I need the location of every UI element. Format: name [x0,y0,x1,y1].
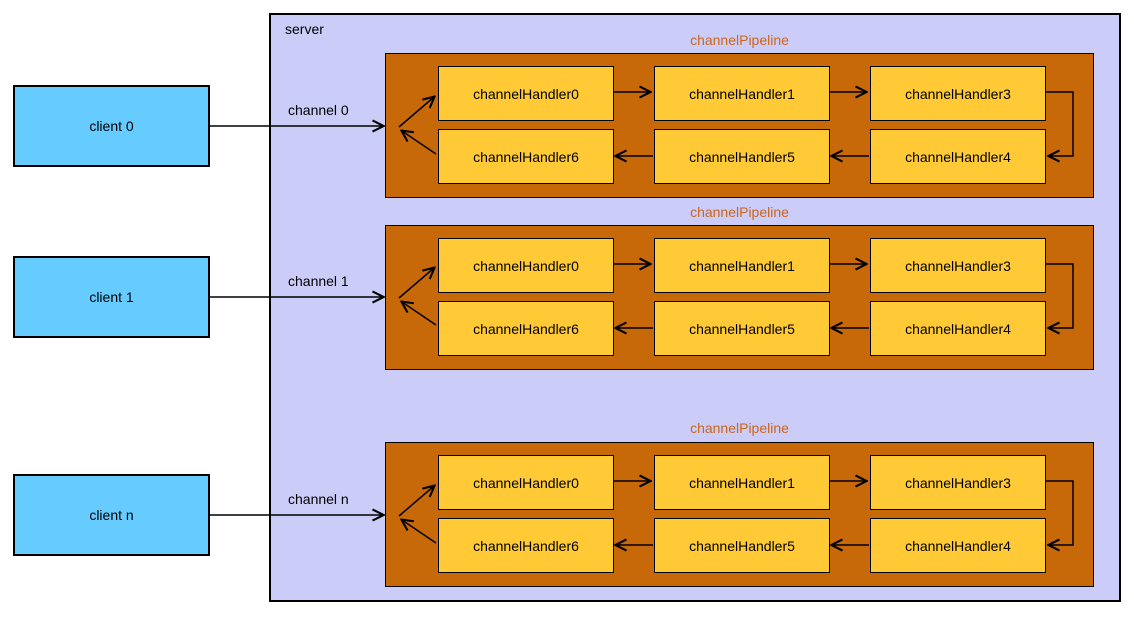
pipeline-0-handler6-label: channelHandler6 [473,148,579,165]
pipeline-2-handler6-label: channelHandler6 [473,537,579,554]
pipeline-1-handler6-label: channelHandler6 [473,320,579,337]
client-n-box: client n [13,474,210,556]
pipeline-2-handler1: channelHandler1 [654,455,830,510]
channel-1-label: channel 1 [288,273,349,289]
pipeline-1-title: channelPipeline [690,204,789,220]
client-0-label: client 0 [89,118,134,134]
pipeline-0-handler4: channelHandler4 [870,129,1046,184]
pipeline-1-handler5: channelHandler5 [654,301,830,356]
pipeline-2-handler0: channelHandler0 [438,455,614,510]
pipeline-1-handler1: channelHandler1 [654,238,830,293]
pipeline-0-handler6: channelHandler6 [438,129,614,184]
pipeline-2-handler3-label: channelHandler3 [905,474,1011,491]
client-1-label: client 1 [89,289,134,305]
pipeline-1-handler3: channelHandler3 [870,238,1046,293]
pipeline-1-handler4: channelHandler4 [870,301,1046,356]
pipeline-1-handler5-label: channelHandler5 [689,320,795,337]
client-0-box: client 0 [13,85,210,167]
pipeline-1-handler0-label: channelHandler0 [473,257,579,274]
pipeline-2-handler5-label: channelHandler5 [689,537,795,554]
pipeline-0-handler1: channelHandler1 [654,66,830,121]
pipeline-0-handler0-label: channelHandler0 [473,85,579,102]
pipeline-2-handler3: channelHandler3 [870,455,1046,510]
pipeline-2-handler4: channelHandler4 [870,518,1046,573]
pipeline-1-handler3-label: channelHandler3 [905,257,1011,274]
pipeline-0-handler3: channelHandler3 [870,66,1046,121]
pipeline-0-handler1-label: channelHandler1 [689,85,795,102]
pipeline-2-handler6: channelHandler6 [438,518,614,573]
pipeline-1-handler6: channelHandler6 [438,301,614,356]
pipeline-2-handler0-label: channelHandler0 [473,474,579,491]
pipeline-2-handler1-label: channelHandler1 [689,474,795,491]
channel-n-label: channel n [288,491,349,507]
pipeline-2-handler4-label: channelHandler4 [905,537,1011,554]
pipeline-1-handler4-label: channelHandler4 [905,320,1011,337]
pipeline-1-handler1-label: channelHandler1 [689,257,795,274]
client-1-box: client 1 [13,256,210,338]
pipeline-0-handler4-label: channelHandler4 [905,148,1011,165]
server-label: server [285,21,324,37]
pipeline-0-handler5: channelHandler5 [654,129,830,184]
pipeline-1-handler0: channelHandler0 [438,238,614,293]
pipeline-0-handler5-label: channelHandler5 [689,148,795,165]
pipeline-2-title: channelPipeline [690,420,789,436]
client-n-label: client n [89,507,134,523]
pipeline-1-box: channelHandler0 channelHandler1 channelH… [385,225,1094,370]
pipeline-0-handler3-label: channelHandler3 [905,85,1011,102]
pipeline-0-box: channelHandler0 channelHandler1 channelH… [385,53,1094,198]
channel-0-label: channel 0 [288,102,349,118]
pipeline-2-box: channelHandler0 channelHandler1 channelH… [385,442,1094,587]
pipeline-2-handler5: channelHandler5 [654,518,830,573]
pipeline-0-handler0: channelHandler0 [438,66,614,121]
pipeline-0-title: channelPipeline [690,32,789,48]
